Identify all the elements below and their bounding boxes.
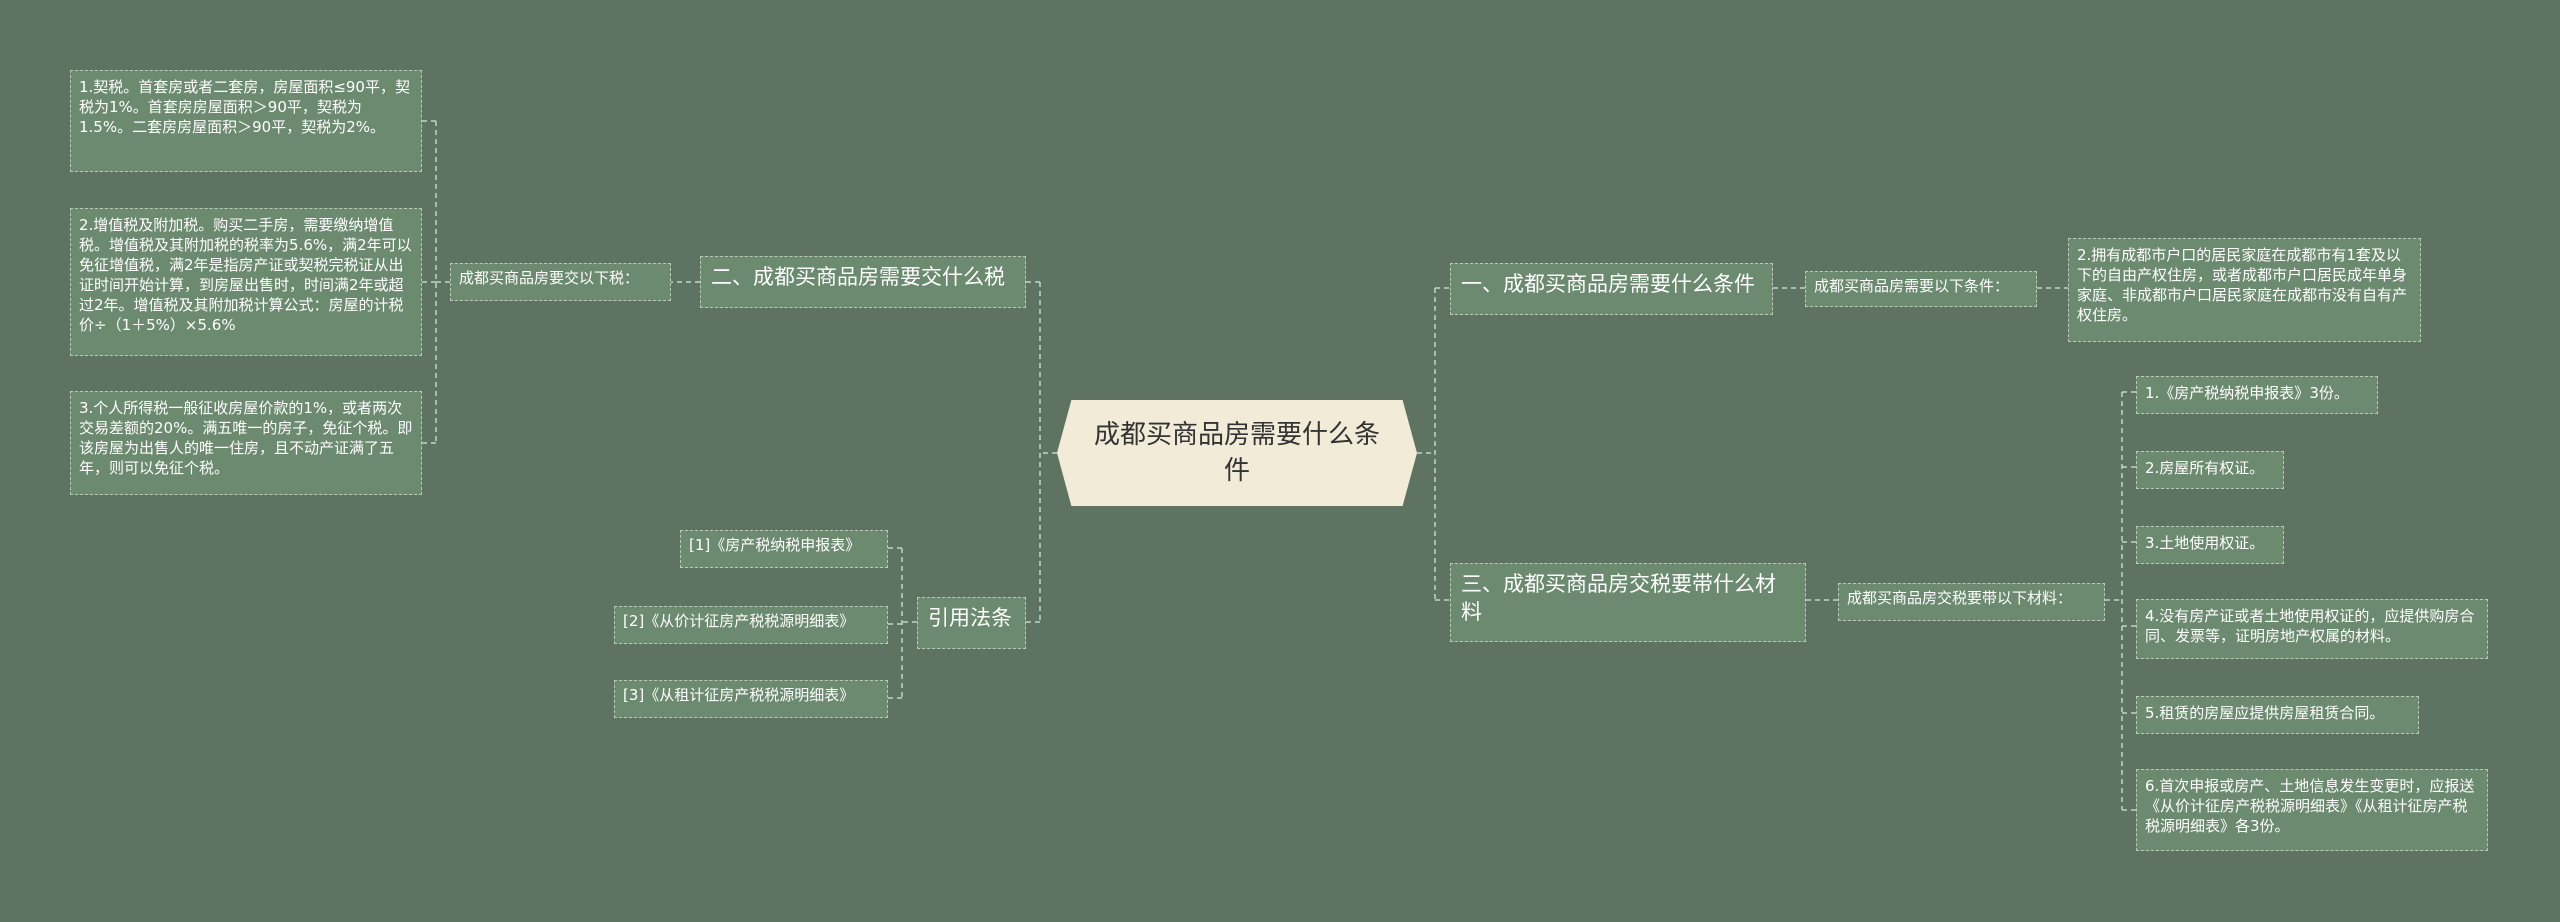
sub-materials[interactable]: 成都买商品房交税要带以下材料： xyxy=(1838,583,2105,621)
leaf-material-1[interactable]: 1.《房产税纳税申报表》3份。 xyxy=(2136,376,2378,414)
leaf-tax-3[interactable]: 3.个人所得税一般征收房屋价款的1%，或者两次交易差额的20%。满五唯一的房子，… xyxy=(70,391,422,495)
sub-materials-label: 成都买商品房交税要带以下材料： xyxy=(1847,589,2073,607)
root-node[interactable]: 成都买商品房需要什么条件 xyxy=(1057,400,1417,506)
leaf-material-2[interactable]: 2.房屋所有权证。 xyxy=(2136,451,2284,489)
leaf-tax-1[interactable]: 1.契税。首套房或者二套房，房屋面积≤90平，契税为1%。首套房房屋面积＞90平… xyxy=(70,70,422,172)
branch-conditions[interactable]: 一、成都买商品房需要什么条件 xyxy=(1450,263,1773,315)
reference-3[interactable]: [3]《从租计征房产税税源明细表》 xyxy=(614,680,888,718)
branch-materials-title: 三、成都买商品房交税要带什么材料 xyxy=(1461,572,1776,624)
leaf-tax-2[interactable]: 2.增值税及附加税。购买二手房，需要缴纳增值税。增值税及其附加税的税率为5.6%… xyxy=(70,208,422,356)
leaf-material-5[interactable]: 5.租赁的房屋应提供房屋租赁合同。 xyxy=(2136,696,2419,734)
branch-conditions-title: 一、成都买商品房需要什么条件 xyxy=(1461,272,1755,296)
leaf-material-6[interactable]: 6.首次申报或房产、土地信息发生变更时，应报送《从价计征房产税税源明细表》《从租… xyxy=(2136,769,2488,851)
branch-taxes-title: 二、成都买商品房需要交什么税 xyxy=(711,265,1005,289)
reference-1[interactable]: [1]《房产税纳税申报表》 xyxy=(680,530,888,568)
sub-taxes[interactable]: 成都买商品房要交以下税： xyxy=(450,263,671,301)
branch-references-title: 引用法条 xyxy=(928,606,1012,630)
leaf-condition-1[interactable]: 2.拥有成都市户口的居民家庭在成都市有1套及以下的自由产权住房，或者成都市户口居… xyxy=(2068,238,2421,342)
root-title: 成都买商品房需要什么条件 xyxy=(1093,420,1380,486)
sub-conditions[interactable]: 成都买商品房需要以下条件： xyxy=(1805,271,2037,307)
branch-references[interactable]: 引用法条 xyxy=(917,597,1026,649)
reference-2[interactable]: [2]《从价计征房产税税源明细表》 xyxy=(614,606,888,644)
branch-taxes[interactable]: 二、成都买商品房需要交什么税 xyxy=(700,256,1026,308)
leaf-material-3[interactable]: 3.土地使用权证。 xyxy=(2136,526,2284,564)
leaf-material-4[interactable]: 4.没有房产证或者土地使用权证的，应提供购房合同、发票等，证明房地产权属的材料。 xyxy=(2136,599,2488,659)
branch-materials[interactable]: 三、成都买商品房交税要带什么材料 xyxy=(1450,563,1806,642)
sub-conditions-label: 成都买商品房需要以下条件： xyxy=(1814,277,2010,295)
sub-taxes-label: 成都买商品房要交以下税： xyxy=(459,269,640,287)
